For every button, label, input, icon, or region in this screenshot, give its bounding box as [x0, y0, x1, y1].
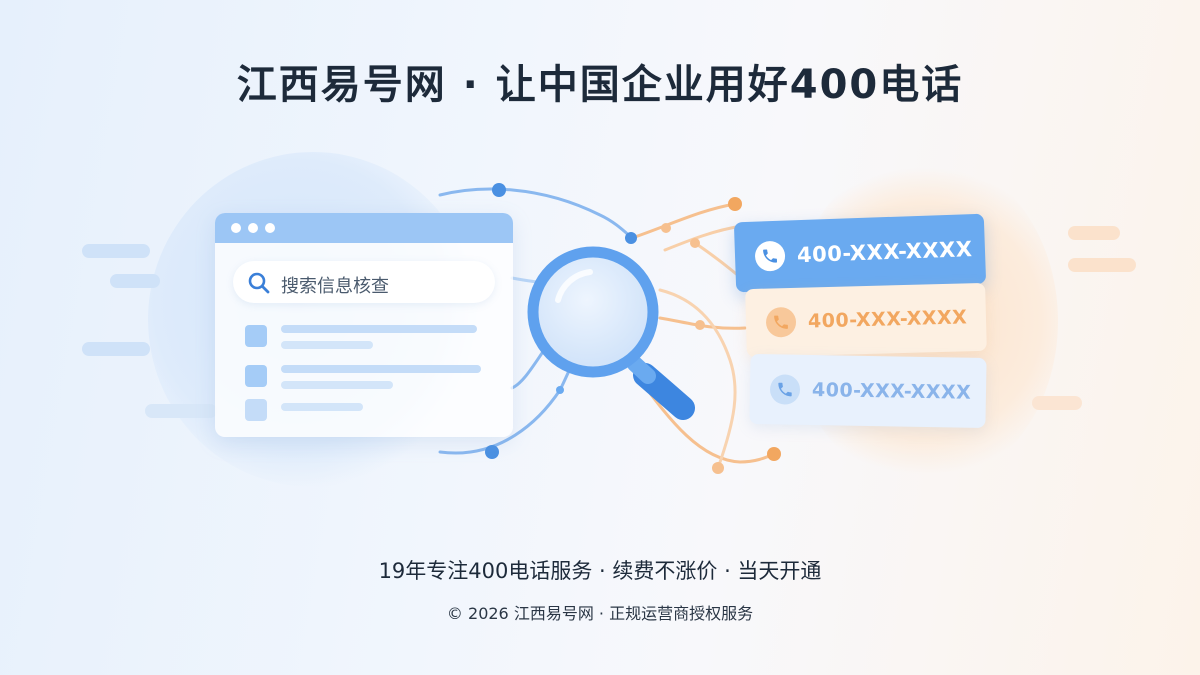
list-item-line [281, 381, 393, 389]
page-title: 江西易号网 · 让中国企业用好400电话 [236, 62, 964, 108]
decor-bar [82, 342, 150, 356]
tagline: 19年专注400电话服务 · 续费不涨价 · 当天开通 [378, 559, 822, 583]
list-item-line [281, 365, 481, 373]
search-icon [248, 272, 270, 294]
magnifier-icon [527, 246, 695, 420]
decor-bar [1068, 258, 1136, 272]
phone-number: 400-XXX-XXXX [807, 306, 968, 333]
phone-number: 400-XXX-XXXX [811, 379, 972, 404]
footer-copyright: © 2026 江西易号网 · 正规运营商授权服务 [446, 604, 754, 623]
list-item-line [281, 341, 373, 349]
list-item-line [281, 403, 363, 411]
decor-bar [145, 404, 217, 418]
search-text: 搜索信息核查 [281, 276, 389, 297]
window-dot [265, 223, 275, 233]
phone-number: 400-XXX-XXXX [796, 237, 973, 268]
list-item-icon [245, 325, 267, 347]
phone-icon [769, 374, 801, 405]
phone-icon [754, 240, 786, 272]
phone-card: 400-XXX-XXXX [733, 213, 987, 293]
list-item-line [281, 325, 477, 333]
phone-icon [765, 306, 797, 338]
list-item-icon [245, 399, 267, 421]
browser-window-illustration: 搜索信息核查 [215, 213, 513, 437]
decor-bar [1032, 396, 1082, 410]
browser-titlebar [215, 213, 513, 243]
window-dot [248, 223, 258, 233]
phone-card: 400-XXX-XXXX [745, 282, 987, 358]
window-dot [231, 223, 241, 233]
decor-bar [82, 244, 150, 258]
decor-bar [110, 274, 160, 288]
search-bar[interactable]: 搜索信息核查 [233, 261, 495, 303]
list-item-icon [245, 365, 267, 387]
decor-bar [1068, 226, 1120, 240]
phone-card: 400-XXX-XXXX [749, 353, 987, 429]
